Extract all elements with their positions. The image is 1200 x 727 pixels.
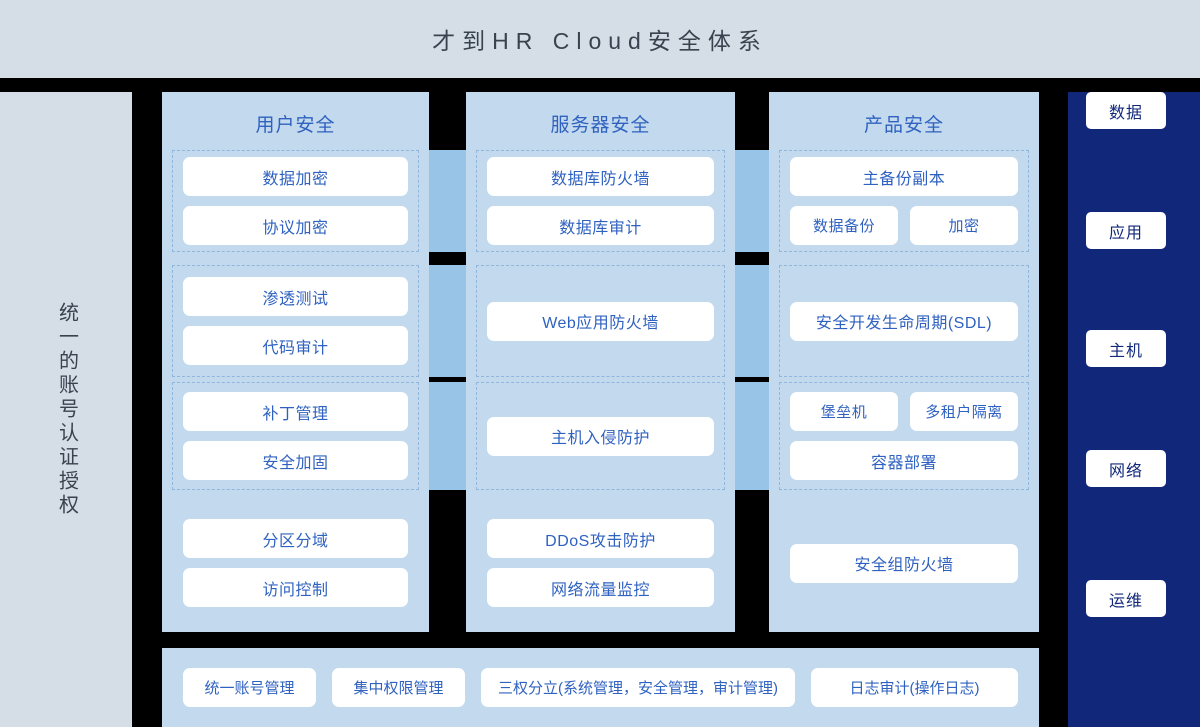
card-col-user-4-1-1[interactable]: 分区分域: [183, 519, 408, 558]
column-header-user-security: 用户安全: [255, 114, 336, 136]
bottom-card-4[interactable]: 日志审计(操作日志): [811, 668, 1018, 707]
card-col-product-1-1-1[interactable]: 主备份副本: [790, 157, 1018, 196]
card-col-server-2-1-1[interactable]: Web应用防火墙: [487, 301, 714, 341]
connector-bar-1-1: [429, 150, 466, 252]
card-col-product-2-1-1[interactable]: 安全开发生命周期(SDL): [790, 301, 1018, 341]
group-band-col-product-3: [779, 382, 1029, 490]
rail-pill-4[interactable]: 网络: [1086, 450, 1166, 487]
column-product-security: 产品安全 主备份副本数据备份加密安全开发生命周期(SDL) 堡垒机多租户隔离容器部…: [769, 92, 1039, 632]
bottom-card-3[interactable]: 三权分立(系统管理，安全管理，审计管理): [481, 668, 795, 707]
rail-pill-2[interactable]: 应用: [1086, 212, 1166, 249]
bottom-card-1[interactable]: 统一账号管理: [183, 668, 316, 707]
card-col-product-1-2-1[interactable]: 数据备份: [790, 206, 898, 245]
page-title: 才到HR Cloud安全体系: [432, 28, 768, 54]
card-col-user-3-2-1[interactable]: 安全加固: [183, 441, 408, 480]
connector-bar-2-1: [735, 150, 769, 252]
group-band-col-server-3: [476, 382, 725, 490]
card-col-user-3-1-1[interactable]: 补丁管理: [183, 392, 408, 431]
group-band-col-user-3: [172, 382, 419, 490]
column-server-security: 服务器安全 数据库防火墙数据库审计 Web应用防火墙主机入侵防护 DDoS攻击防护网…: [466, 92, 735, 632]
card-col-product-1-2-2[interactable]: 加密: [910, 206, 1018, 245]
card-col-server-1-1-1[interactable]: 数据库防火墙: [487, 157, 714, 196]
group-band-col-product-1: [779, 150, 1029, 252]
card-col-product-3-2-1[interactable]: 容器部署: [790, 441, 1018, 480]
rail-pill-3[interactable]: 主机: [1086, 330, 1166, 367]
right-rail: 数据应用主机网络运维: [1068, 92, 1200, 727]
card-col-user-2-2-1[interactable]: 代码审计: [183, 326, 408, 365]
column-user-security: 用户安全 数据加密协议加密渗透测试代码审计补丁管理安全加固分区分域访问控制: [162, 92, 429, 632]
card-col-user-1-2-1[interactable]: 协议加密: [183, 206, 408, 245]
connector-bar-2-2: [735, 265, 769, 377]
group-band-col-product-2: [779, 265, 1029, 377]
column-header-product-security: 产品安全: [863, 114, 944, 136]
card-col-server-4-1-1[interactable]: DDoS攻击防护: [487, 519, 714, 558]
card-col-product-4-1-1[interactable]: 安全组防火墙: [790, 543, 1018, 583]
connector-bar-2-3: [735, 382, 769, 490]
group-band-col-server-1: [476, 150, 725, 252]
card-col-user-4-2-1[interactable]: 访问控制: [183, 568, 408, 607]
left-rail: 统一的账号认证授权: [0, 92, 132, 727]
group-band-col-user-2: [172, 265, 419, 377]
group-band-col-server-2: [476, 265, 725, 377]
card-col-product-3-1-2[interactable]: 多租户隔离: [910, 392, 1018, 431]
card-col-user-2-1-1[interactable]: 渗透测试: [183, 277, 408, 316]
rail-pill-1[interactable]: 数据: [1086, 92, 1166, 129]
left-rail-label: 统一的账号认证授权: [55, 301, 78, 518]
rail-pill-5[interactable]: 运维: [1086, 580, 1166, 617]
column-header-server-security: 服务器安全: [550, 114, 651, 136]
connector-bar-1-3: [429, 382, 466, 490]
connector-bar-1-2: [429, 265, 466, 377]
group-band-col-user-1: [172, 150, 419, 252]
card-col-server-4-2-1[interactable]: 网络流量监控: [487, 568, 714, 607]
title-bar: 才到HR Cloud安全体系: [0, 0, 1200, 78]
card-col-server-3-1-1[interactable]: 主机入侵防护: [487, 416, 714, 456]
card-col-server-1-2-1[interactable]: 数据库审计: [487, 206, 714, 245]
card-col-user-1-1-1[interactable]: 数据加密: [183, 157, 408, 196]
card-col-product-3-1-1[interactable]: 堡垒机: [790, 392, 898, 431]
bottom-card-2[interactable]: 集中权限管理: [332, 668, 465, 707]
bottom-bar: 统一账号管理集中权限管理三权分立(系统管理，安全管理，审计管理) 日志审计(操作日…: [162, 648, 1039, 727]
